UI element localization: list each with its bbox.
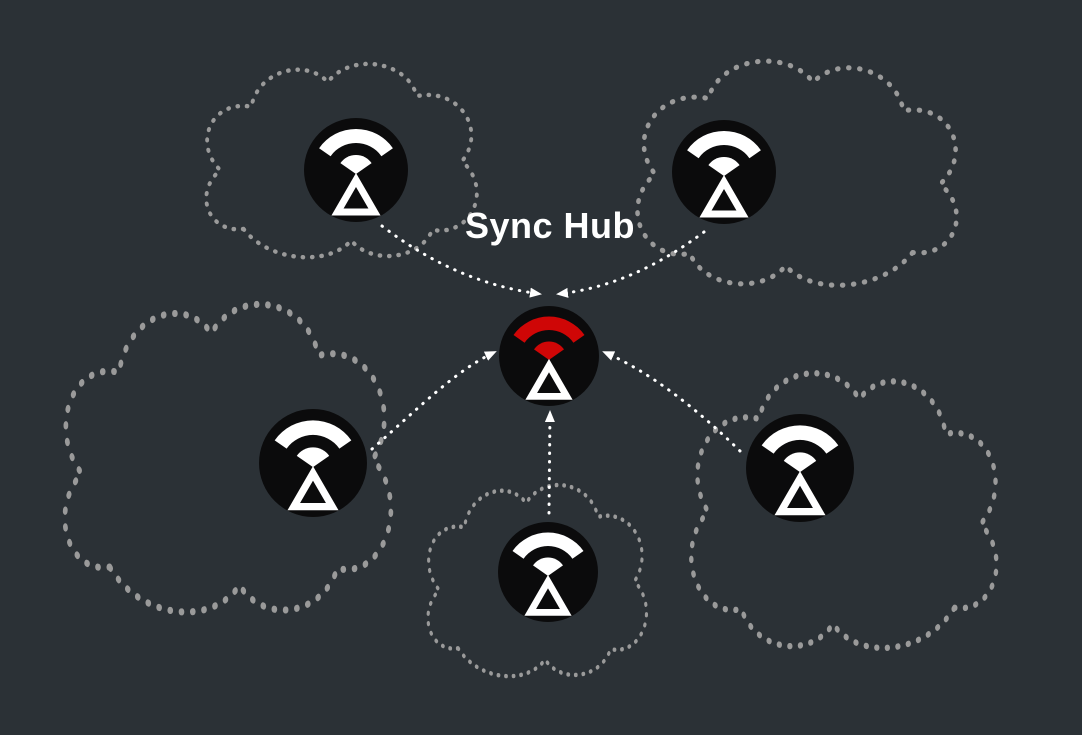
device-node-bottom [498, 522, 598, 622]
hub-node [499, 306, 599, 406]
signal-arc-icon [687, 130, 761, 159]
signal-wedge-icon [533, 557, 563, 576]
device-node-top-right [672, 120, 776, 224]
signal-wedge-icon [708, 156, 740, 176]
sync-arrow-bottom [544, 410, 555, 515]
nodes-layer [259, 118, 854, 622]
sync-device-icon [259, 409, 367, 517]
sync-device-icon [304, 118, 408, 222]
triangle-glyph-icon [287, 466, 339, 511]
signal-wedge-icon [783, 452, 817, 473]
device-node-mid-right [746, 414, 854, 522]
triangle-glyph-icon [525, 358, 573, 400]
signal-wedge-icon [340, 154, 372, 174]
signal-wedge-icon [534, 341, 564, 360]
signal-arc-icon [761, 425, 839, 454]
signal-wedge-icon [296, 447, 330, 468]
sync-device-icon [746, 414, 854, 522]
signal-arc-icon [512, 532, 584, 559]
device-node-mid-left [259, 409, 367, 517]
sync-arrow-top-left [380, 224, 542, 298]
triangle-glyph-icon [774, 471, 826, 516]
diagram-title: Sync Hub [465, 205, 635, 246]
signal-arc-icon [319, 128, 393, 157]
signal-arc-icon [513, 316, 585, 343]
signal-arc-icon [274, 420, 352, 449]
sync-arrow-mid-left [370, 350, 497, 451]
sync-device-icon [498, 522, 598, 622]
device-node-top-left [304, 118, 408, 222]
sync-device-icon [499, 306, 599, 406]
arrows-layer [370, 224, 742, 515]
triangle-glyph-icon [331, 173, 381, 216]
triangle-glyph-icon [699, 175, 749, 218]
triangle-glyph-icon [524, 574, 572, 616]
sync-device-icon [672, 120, 776, 224]
